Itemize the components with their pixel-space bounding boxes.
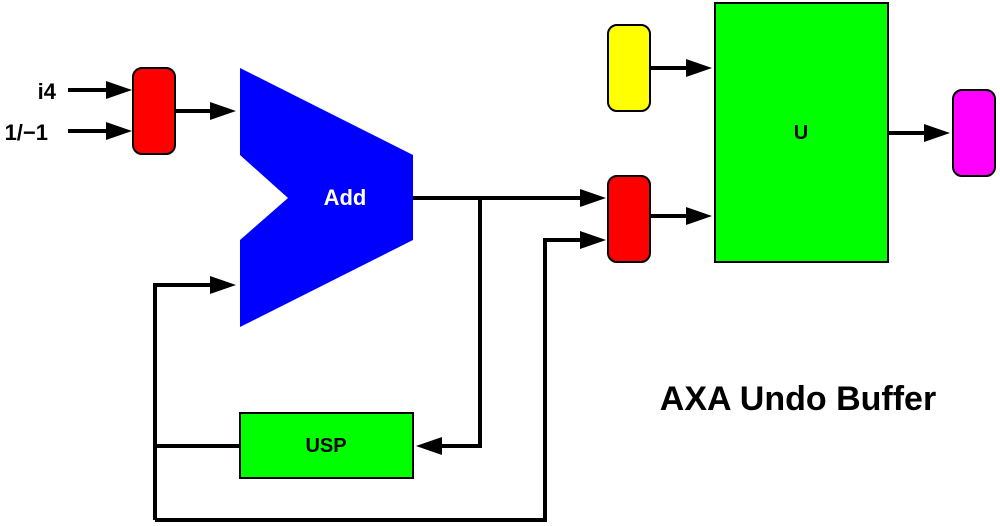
- adder-block: [240, 68, 413, 327]
- input-label-i4: i4: [38, 79, 57, 104]
- input-mux: [132, 67, 176, 155]
- usp-label: USP: [305, 435, 346, 457]
- arrowhead: [106, 81, 132, 99]
- u-label: U: [794, 122, 808, 144]
- arrowhead: [924, 124, 950, 142]
- diagram-title: AXA Undo Buffer: [660, 380, 936, 418]
- bottom-loop-wire: [155, 238, 582, 522]
- yellow-input-block: [607, 24, 651, 112]
- arrowhead: [416, 437, 442, 455]
- u-block: [714, 2, 889, 263]
- adder-label: Add: [324, 185, 367, 210]
- arrowhead: [580, 231, 606, 249]
- arrowhead: [580, 189, 606, 207]
- arrowhead: [106, 122, 132, 140]
- arrowhead: [210, 276, 236, 294]
- usp-block: [239, 412, 414, 479]
- arrowhead: [686, 207, 712, 225]
- output-mux: [607, 175, 651, 263]
- input-label-sign: 1/−1: [5, 120, 48, 145]
- adder-to-usp-wire: [440, 198, 482, 448]
- arrowhead: [210, 102, 236, 120]
- feedback-to-adder-wire: [153, 283, 214, 520]
- magenta-output-block: [952, 89, 996, 177]
- arrowhead: [686, 59, 712, 77]
